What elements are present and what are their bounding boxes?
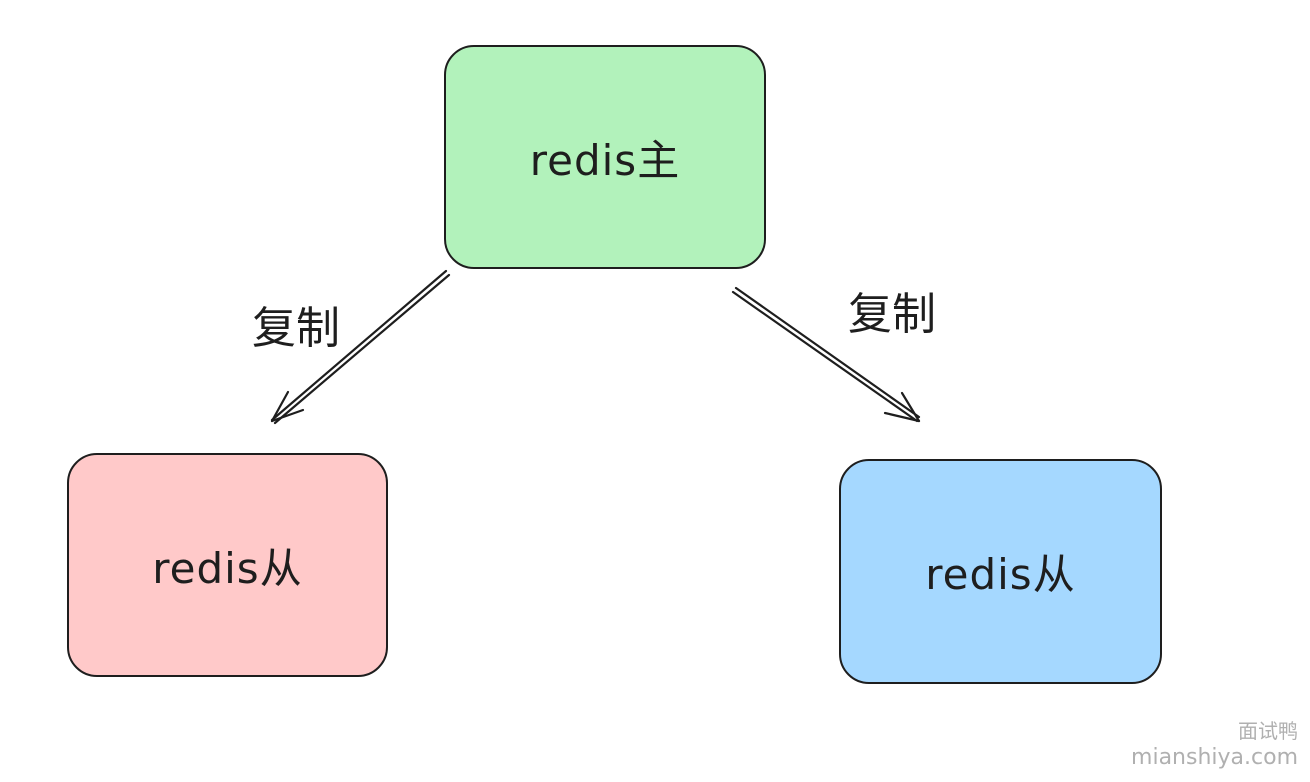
redis-slave-right-node: redis从: [839, 459, 1162, 684]
replication-label-right: 复制: [848, 289, 936, 340]
watermark-site-name: 面试鸭: [1238, 719, 1298, 743]
redis-slave-left-label: redis从: [152, 543, 303, 593]
watermark-url: mianshiya.com: [1131, 745, 1298, 770]
replication-label-left: 复制: [252, 303, 340, 354]
redis-slave-left-node: redis从: [67, 453, 388, 677]
watermark: 面试鸭 mianshiya.com: [1131, 718, 1298, 772]
redis-master-node: redis主: [444, 45, 766, 269]
redis-master-label: redis主: [529, 135, 681, 185]
redis-slave-right-label: redis从: [925, 550, 1076, 599]
